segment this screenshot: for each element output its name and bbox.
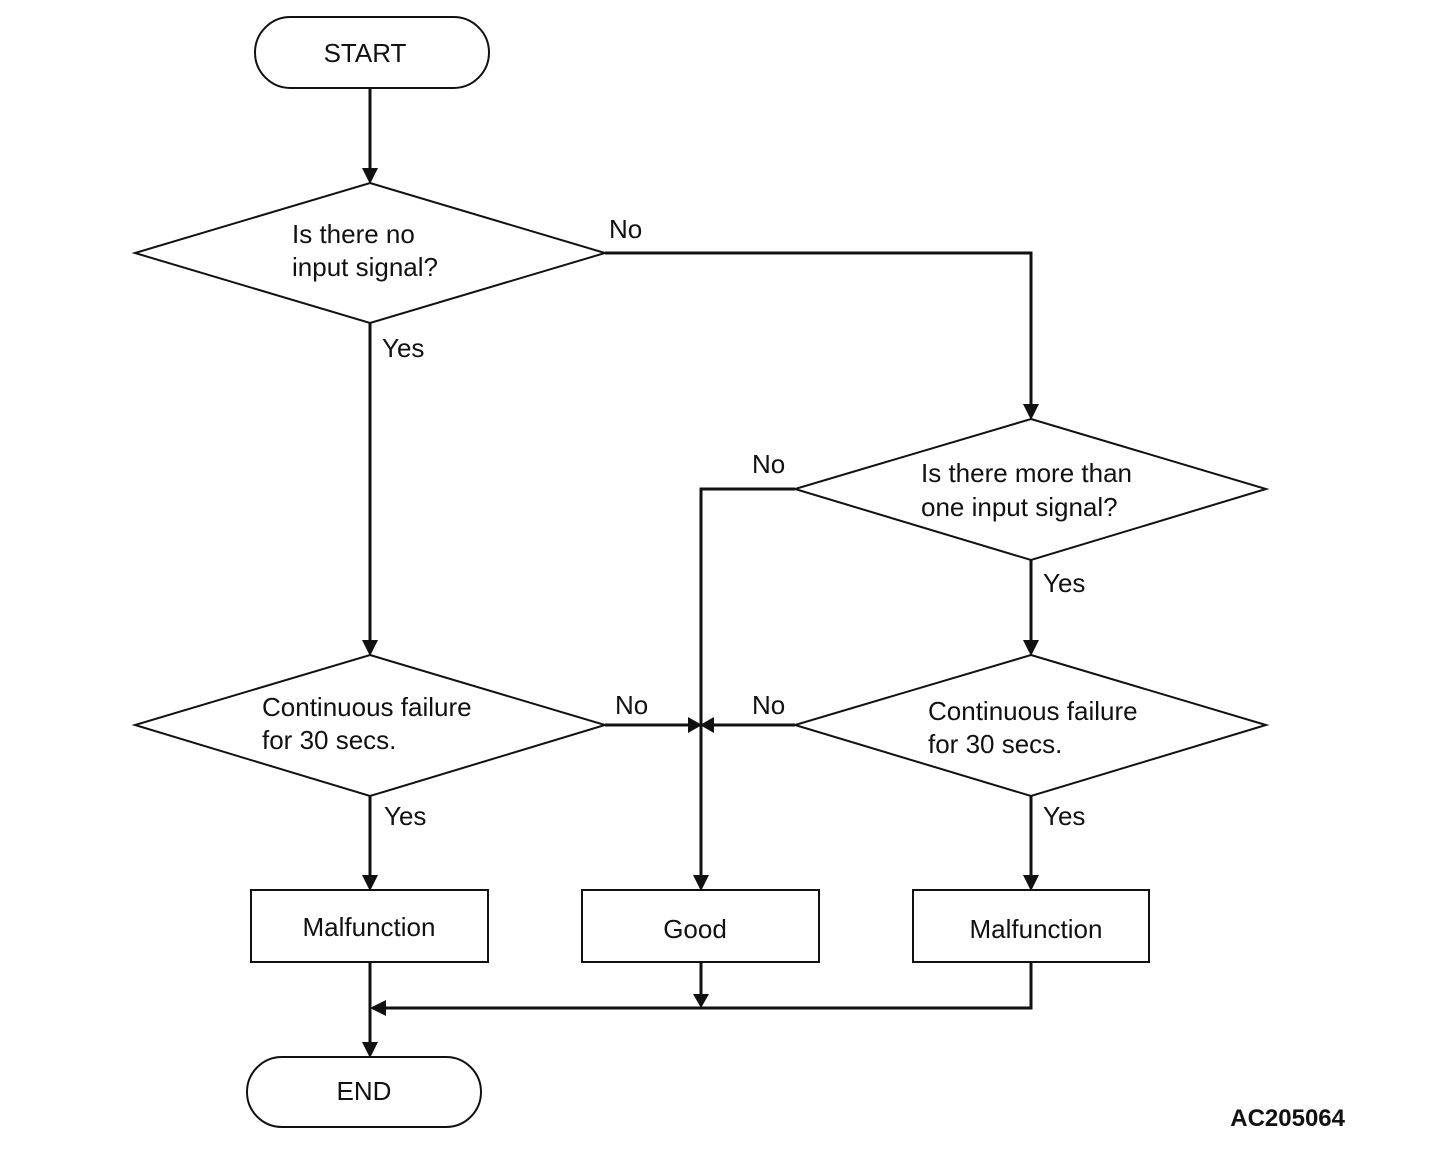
decision-continuous-right-line1: Continuous failure xyxy=(928,696,1138,726)
result-good: Good xyxy=(581,889,820,963)
branch-labels: No Yes No Yes No Yes No Yes xyxy=(382,214,1085,831)
arrowhead-into-more-than-one xyxy=(1023,404,1039,420)
connectors xyxy=(368,88,1033,1044)
arrowhead-good-into-merge xyxy=(693,994,709,1008)
start-terminator: START xyxy=(254,16,490,89)
arrowhead-into-continuous-left xyxy=(362,640,378,656)
decision-more-than-one-line2: one input signal? xyxy=(921,492,1118,522)
label-more-than-one-yes: Yes xyxy=(1043,568,1085,598)
result-malfunction-left-label: Malfunction xyxy=(303,912,436,942)
end-label: END xyxy=(337,1076,392,1106)
decision-more-than-one-line1: Is there more than xyxy=(921,458,1132,488)
arrowheads xyxy=(362,168,1039,1058)
decision-more-than-one-input-signal: Is there more than one input signal? xyxy=(791,417,1270,562)
result-malfunction-right-label: Malfunction xyxy=(970,914,1103,944)
arrowhead-junction-from-right xyxy=(700,717,714,733)
label-no-signal-yes: Yes xyxy=(382,333,424,363)
decision-continuous-failure-right: Continuous failure for 30 secs. xyxy=(791,653,1270,798)
connector-more-than-one-no xyxy=(699,487,795,877)
connector-no-signal-no xyxy=(605,251,1033,406)
label-continuous-left-yes: Yes xyxy=(384,801,426,831)
connector-malfunction-right-to-merge xyxy=(384,962,1033,1010)
decision-no-input-signal-line2: input signal? xyxy=(292,252,438,282)
label-no-signal-no: No xyxy=(609,214,642,244)
label-continuous-right-yes: Yes xyxy=(1043,801,1085,831)
decision-continuous-failure-left: Continuous failure for 30 secs. xyxy=(131,653,609,798)
arrowhead-into-continuous-right xyxy=(1023,640,1039,656)
end-terminator: END xyxy=(246,1056,482,1128)
start-label: START xyxy=(324,38,407,68)
arrowhead-junction-from-left xyxy=(688,717,702,733)
result-good-label: Good xyxy=(663,914,727,944)
label-more-than-one-no: No xyxy=(752,449,785,479)
result-malfunction-left: Malfunction xyxy=(250,889,489,963)
decision-continuous-left-line2: for 30 secs. xyxy=(262,725,396,755)
arrowhead-into-no-signal xyxy=(362,168,378,184)
decision-no-input-signal: Is there no input signal? xyxy=(131,181,609,325)
result-malfunction-right: Malfunction xyxy=(912,889,1150,963)
decision-continuous-left-line1: Continuous failure xyxy=(262,692,472,722)
figure-id: AC205064 xyxy=(1230,1105,1345,1132)
arrowhead-into-good xyxy=(693,875,709,891)
arrowhead-into-end xyxy=(362,1042,378,1058)
decision-no-input-signal-line1: Is there no xyxy=(292,219,415,249)
arrowhead-into-malfunction-left xyxy=(362,875,378,891)
arrowhead-merge-left xyxy=(370,1000,386,1016)
label-continuous-right-no: No xyxy=(752,690,785,720)
label-continuous-left-no: No xyxy=(615,690,648,720)
decision-continuous-right-line2: for 30 secs. xyxy=(928,729,1062,759)
arrowhead-into-malfunction-right xyxy=(1023,875,1039,891)
